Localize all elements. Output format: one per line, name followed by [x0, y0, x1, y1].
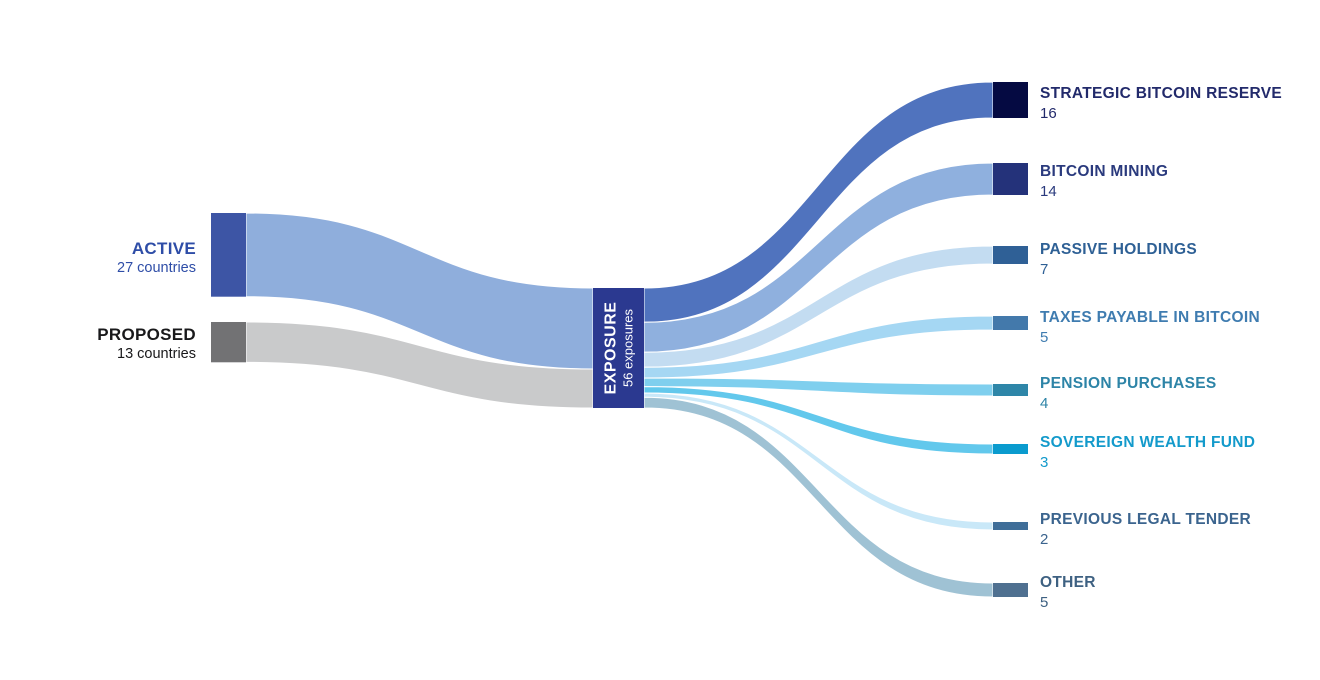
flow-exposure-to-other[interactable] [643, 396, 994, 598]
node-bitcoin-mining[interactable] [993, 163, 1028, 195]
target-value: 16 [1040, 105, 1057, 123]
target-value: 7 [1040, 261, 1049, 279]
source-label-proposed-sub: 13 countries [117, 346, 196, 363]
target-value: 3 [1040, 454, 1049, 472]
node-taxes-payable-in-bitcoin[interactable] [993, 316, 1028, 330]
target-title: SOVEREIGN WEALTH FUND [1040, 434, 1256, 451]
target-title: BITCOIN MINING [1040, 163, 1169, 180]
target-title: STRATEGIC BITCOIN RESERVE [1040, 85, 1283, 102]
target-label-taxes-payable-in-bitcoin: TAXES PAYABLE IN BITCOIN 5 [1040, 308, 1260, 348]
node-strategic-bitcoin-reserve[interactable] [993, 82, 1028, 118]
source-label-active: ACTIVE 27 countries [117, 238, 196, 277]
target-label-bitcoin-mining: BITCOIN MINING 14 [1040, 162, 1168, 202]
target-label-pension-purchases: PENSION PURCHASES 4 [1040, 374, 1217, 414]
source-label-active-sub: 27 countries [117, 260, 196, 277]
node-proposed[interactable] [211, 322, 246, 363]
node-passive-holdings[interactable] [993, 246, 1028, 264]
target-value: 14 [1040, 183, 1057, 201]
target-title: PREVIOUS LEGAL TENDER [1040, 511, 1251, 528]
flow-exposure-to-sovereign-wealth-fund[interactable] [643, 386, 994, 455]
source-label-active-title: ACTIVE [131, 239, 196, 258]
source-label-proposed: PROPOSED 13 countries [97, 324, 196, 363]
source-label-proposed-title: PROPOSED [97, 325, 196, 344]
target-title: PENSION PURCHASES [1040, 375, 1217, 392]
node-exposure[interactable] [593, 288, 644, 408]
flow-exposure-to-strategic-bitcoin-reserve[interactable] [643, 81, 994, 323]
target-value: 5 [1040, 329, 1049, 347]
node-active[interactable] [211, 213, 246, 297]
target-label-sovereign-wealth-fund: SOVEREIGN WEALTH FUND 3 [1040, 433, 1255, 473]
node-previous-legal-tender[interactable] [993, 522, 1028, 530]
target-label-previous-legal-tender: PREVIOUS LEGAL TENDER 2 [1040, 510, 1251, 550]
node-pension-purchases[interactable] [993, 384, 1028, 396]
node-sovereign-wealth-fund[interactable] [993, 444, 1028, 454]
target-value: 4 [1040, 395, 1049, 413]
node-other[interactable] [993, 583, 1028, 597]
target-label-strategic-bitcoin-reserve: STRATEGIC BITCOIN RESERVE 16 [1040, 84, 1282, 124]
target-label-other: OTHER 5 [1040, 573, 1096, 613]
target-label-passive-holdings: PASSIVE HOLDINGS 7 [1040, 240, 1197, 280]
target-value: 5 [1040, 594, 1049, 612]
target-title: PASSIVE HOLDINGS [1040, 241, 1197, 258]
target-title: OTHER [1040, 574, 1096, 591]
target-title: TAXES PAYABLE IN BITCOIN [1040, 309, 1260, 326]
target-value: 2 [1040, 531, 1049, 549]
